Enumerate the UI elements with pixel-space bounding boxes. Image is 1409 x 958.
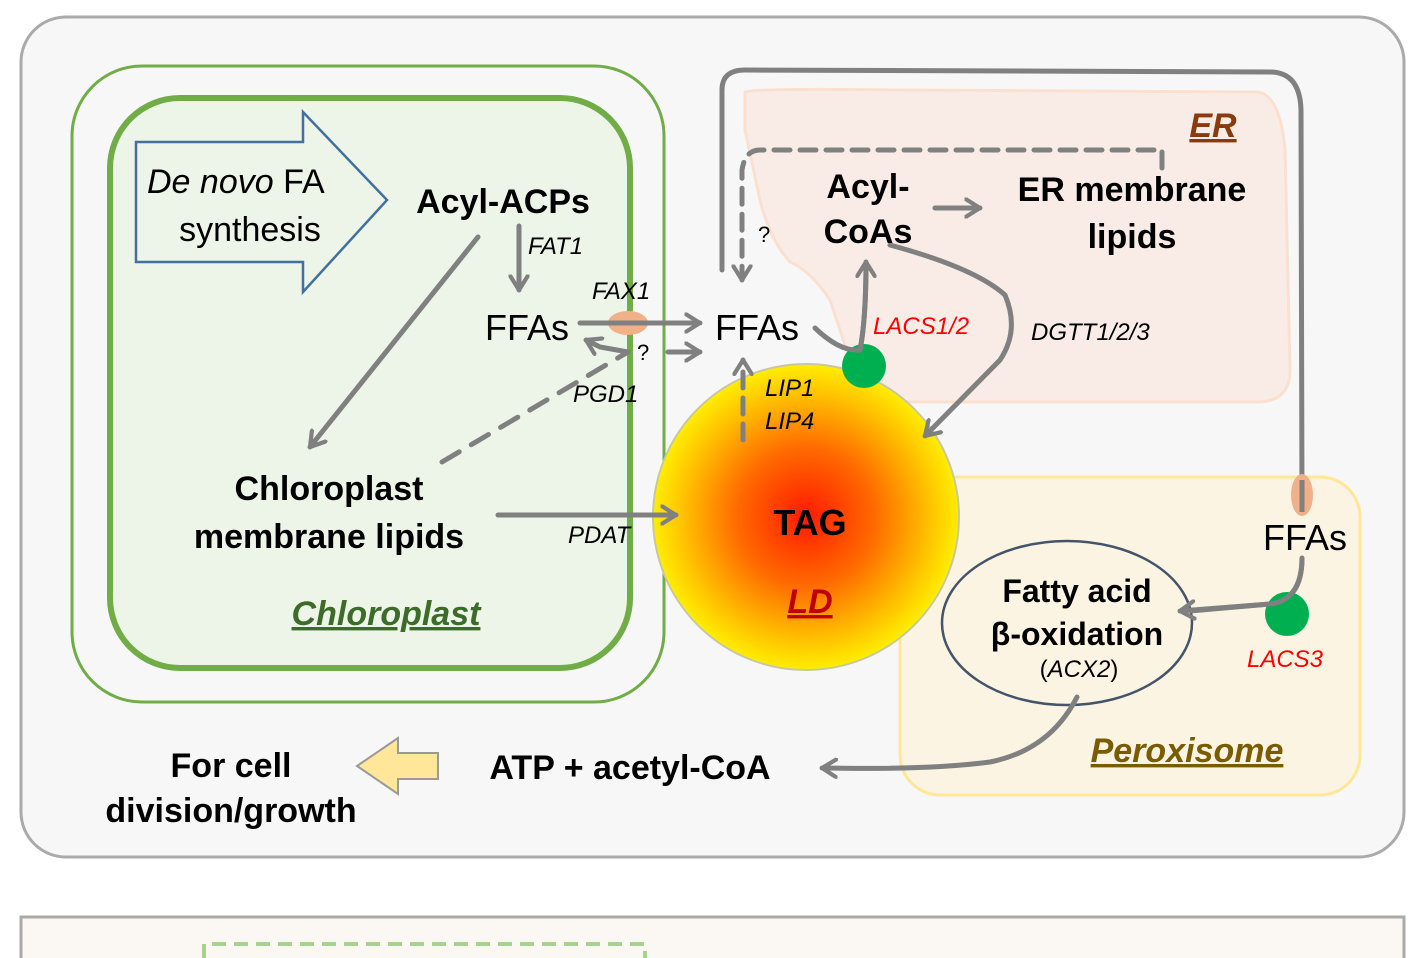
chloroplast-compartment-label: Chloroplast [292,595,483,633]
arrow-ffa-to-peroxisome [719,67,1302,513]
arrow-er-lipids-to-ffa-dashed [742,147,1165,283]
acyl-acps-node: Acyl-ACPs [416,183,590,221]
er-lipids-line1: ER membrane [1018,171,1247,209]
acyl-coas-line2: CoAs [824,213,913,251]
legend-dashed-box [202,942,647,958]
atp-acetylcoa-node: ATP + acetyl-CoA [489,749,770,787]
ffas-chloroplast-node: FFAs [485,307,569,348]
tag-node: TAG [773,502,846,543]
beta-ox-line2: β-oxidation [991,616,1163,652]
unknown-transport-label: ? [637,340,649,365]
chloroplast-lipids-line2: membrane lipids [194,518,464,556]
pgd1-enzyme-label: PGD1 [573,381,638,408]
arrow-pgd1-to-chloro-ffa [583,340,631,352]
arrow-pgd1-dashed [439,349,631,465]
lacs12-enzyme-icon [842,344,886,388]
er-compartment-label: ER [1189,107,1237,145]
arrow-acylacp-to-chloro-lipids [307,234,481,450]
dgtt-enzyme-label: DGTT1/2/3 [1031,319,1150,346]
er-compartment [743,87,1292,404]
ld-compartment-label: LD [787,583,832,621]
arrow-dgtt [887,242,1014,439]
lacs3-arrow-overlay [1189,557,1305,614]
er-lipids-line2: lipids [1088,218,1177,256]
ffas-peroxisome-node: FFAs [1263,517,1347,558]
acyl-coas-line1: Acyl- [826,168,909,206]
fax1-enzyme-label: FAX1 [592,278,650,305]
pdat-enzyme-label: PDAT [568,522,633,549]
denovo-label-line2: synthesis [179,211,321,249]
beta-ox-line1: Fatty acid [1002,573,1151,609]
peroxisome-compartment-label: Peroxisome [1091,732,1284,770]
denovo-label-line1: De novo FA [147,163,325,201]
cell-growth-line2: division/growth [105,792,356,830]
arrow-betaox-to-atp [819,694,1080,768]
cell-growth-line1: For cell [171,747,292,785]
lip4-enzyme-label: LIP4 [765,408,814,435]
unknown-er-release-label: ? [758,222,770,247]
fat1-enzyme-label: FAT1 [528,233,583,260]
ffas-cytosol-node: FFAs [715,307,799,348]
energy-output-arrow-icon [355,736,439,796]
denovo-synthesis-arrow-icon [134,108,389,296]
lip1-enzyme-label: LIP1 [765,375,814,402]
lacs3-enzyme-label: LACS3 [1247,646,1324,673]
acx2-enzyme-label: (ACX2) [1040,656,1119,683]
lacs12-enzyme-label: LACS1/2 [873,313,969,340]
beta-oxidation-ellipse [940,539,1194,707]
lacs12-arrow-overlay [813,261,869,353]
legend-panel [19,915,1406,958]
chloroplast-lipids-line1: Chloroplast [235,470,424,508]
